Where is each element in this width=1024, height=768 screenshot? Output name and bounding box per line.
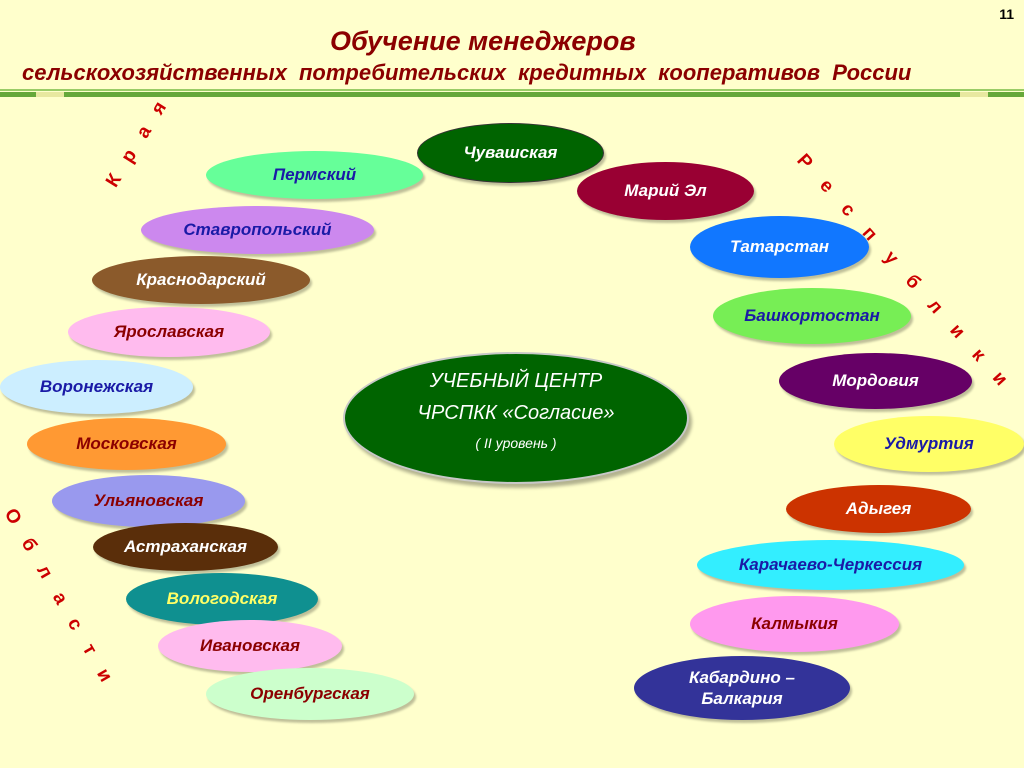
region-label: Ярославская — [113, 322, 225, 342]
center-line-1: УЧЕБНЫЙ ЦЕНТР — [429, 370, 603, 392]
region-label: Чувашская — [463, 143, 558, 163]
region-label: Удмуртия — [884, 434, 974, 454]
slide-number: 11 — [999, 6, 1014, 22]
title-line-2: сельскохозяйственных потребительских кре… — [22, 60, 912, 85]
center-line-2: ЧРСПКК «Согласие» — [417, 402, 615, 424]
region-label: Краснодарский — [136, 270, 266, 290]
center-line-3: ( II уровень ) — [475, 435, 557, 451]
region-udmurtiya[interactable]: Удмуртия — [834, 416, 1024, 472]
region-ulyanovskaya[interactable]: Ульяновская — [52, 475, 245, 527]
region-label: Московская — [76, 434, 177, 454]
region-ivanovskaya[interactable]: Ивановская — [158, 620, 342, 672]
region-mordoviya[interactable]: Мордовия — [779, 353, 972, 409]
header-rule-thin — [0, 89, 1024, 91]
region-yaroslavskaya[interactable]: Ярославская — [68, 307, 270, 357]
training-center[interactable]: УЧЕБНЫЙ ЦЕНТР ЧРСПКК «Согласие» ( II уро… — [343, 352, 689, 484]
title-line-1: Обучение менеджеров — [330, 26, 636, 56]
region-vologodskaya[interactable]: Вологодская — [126, 573, 318, 625]
region-label: Воронежская — [39, 377, 154, 397]
region-label: Вологодская — [166, 589, 278, 609]
group-label-oblasti: О б л а с т и — [0, 505, 120, 692]
region-label: Карачаево-Черкессия — [738, 555, 923, 575]
region-tatarstan[interactable]: Татарстан — [690, 216, 869, 278]
region-label: Пермский — [272, 165, 357, 185]
region-moskovskaya[interactable]: Московская — [27, 418, 226, 470]
region-label: Мордовия — [832, 371, 919, 391]
region-label: Адыгея — [845, 499, 912, 519]
region-label: Ивановская — [200, 636, 300, 656]
region-label: Ульяновская — [93, 491, 204, 511]
header-rule-mark — [36, 92, 64, 97]
region-krasnodarsky[interactable]: Краснодарский — [92, 256, 310, 304]
region-mariy-el[interactable]: Марий Эл — [577, 162, 754, 220]
region-permsky[interactable]: Пермский — [206, 151, 423, 199]
region-kabardino-balkariya[interactable]: Кабардино – Балкария — [634, 656, 850, 720]
header-rule-mark — [960, 92, 988, 97]
group-label-kraya: К р а я — [102, 92, 175, 192]
region-label: Татарстан — [729, 237, 830, 257]
region-orenburgskaya[interactable]: Оренбургская — [206, 668, 414, 720]
region-label-line-1: Кабардино – — [689, 667, 795, 687]
region-stavropolsky[interactable]: Ставропольский — [141, 206, 374, 254]
region-chuvashskaya[interactable]: Чувашская — [417, 123, 604, 183]
region-karachaevo-cherkessiya[interactable]: Карачаево-Черкессия — [697, 540, 964, 590]
region-astrakhanskaya[interactable]: Астраханская — [93, 523, 278, 571]
region-label: Оренбургская — [250, 684, 370, 704]
region-label: Марий Эл — [624, 181, 707, 201]
region-label: Астраханская — [124, 537, 247, 557]
header-rule-thick — [0, 92, 1024, 97]
region-adygeya[interactable]: Адыгея — [786, 485, 971, 533]
region-label: Калмыкия — [751, 614, 838, 634]
region-kalmykiya[interactable]: Калмыкия — [690, 596, 899, 652]
region-label: Ставропольский — [183, 220, 332, 240]
region-bashkortostan[interactable]: Башкортостан — [713, 288, 911, 344]
region-voronezhskaya[interactable]: Воронежская — [0, 360, 193, 414]
region-label-line-2: Балкария — [701, 689, 783, 708]
region-label: Башкортостан — [744, 306, 880, 326]
